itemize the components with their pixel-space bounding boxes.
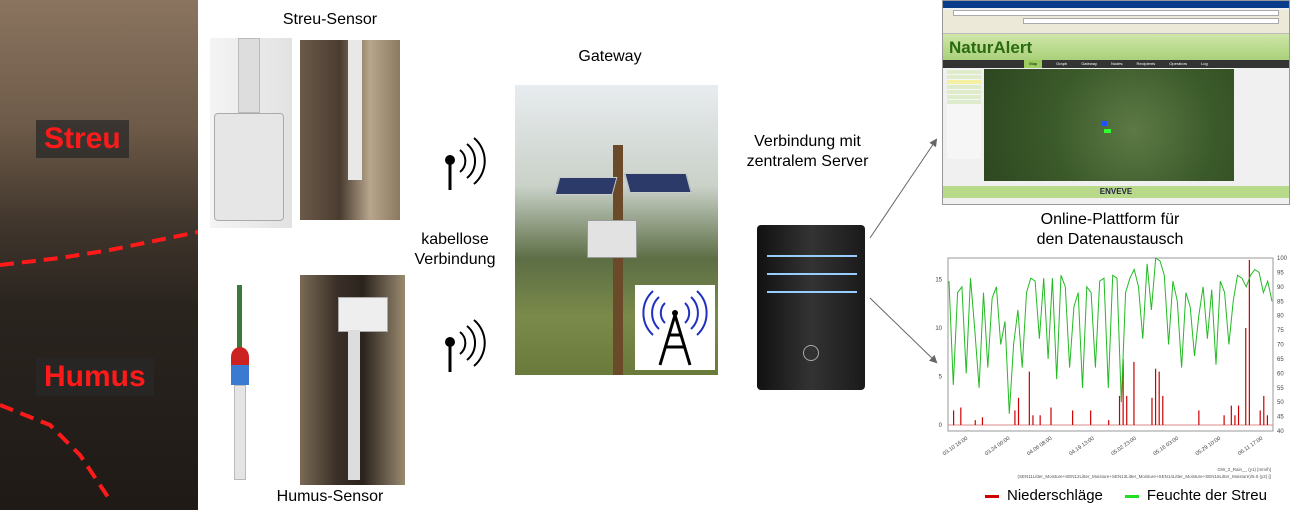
connection-arrows [869,138,938,364]
legend-moisture: Feuchte der Streu [1124,487,1267,504]
streu-label: Streu [36,120,129,158]
nav-operators[interactable]: Operators [1169,61,1188,66]
chart-legend: Niederschläge Feuchte der Streu [985,487,1267,504]
y-right-tick: 45 [1277,415,1284,421]
wireless-connection-label: kabellose Verbindung [414,231,496,268]
wireless-signal-icon [445,137,486,190]
humus-sensor-installed-photo [300,275,405,485]
nav-gateway[interactable]: Gateway [1081,61,1097,66]
nav-graph[interactable]: Graph [1056,61,1068,66]
gateway-label: Gateway [578,48,642,65]
x-tick: 04.06 08:00 [1026,436,1053,458]
y-right-tick: 95 [1277,270,1284,276]
platform-nav: Map Graph Gateway Nodes Recipients Opera… [943,60,1289,68]
x-tick: 03.24 00:00 [984,436,1011,458]
x-tick: 03.10 16:00 [942,436,969,458]
y-left-tick: 0 [939,423,943,429]
web-platform-screenshot: NaturAlert Map Graph Gateway Nodes Recip… [942,0,1290,205]
naturalert-logo: NaturAlert [949,38,1033,57]
horizon-lines [0,230,198,502]
server-icon [757,225,865,390]
y-right-tick: 50 [1277,400,1284,406]
y-right-tick: 75 [1277,328,1284,334]
humus-sensor-label: Humus-Sensor [276,488,384,505]
legend-rain-swatch [985,494,999,498]
y-right-tick: 85 [1277,299,1284,305]
x-tick: 05.29 10:00 [1195,436,1222,458]
x-tick: 06.11 17:00 [1237,436,1264,457]
nav-recipients[interactable]: Recipients [1136,61,1156,66]
nav-log[interactable]: Log [1201,61,1208,66]
x-tick: 04.19 13:00 [1068,436,1095,458]
sensor-data-chart: 0 5 10 15 40 45 50 55 60 65 70 75 80 85 90 95 100 03.10 1… [935,256,1288,479]
y-right-tick: 80 [1277,314,1284,320]
y-right-tick: 70 [1277,343,1284,349]
streu-sensor-photo [210,38,292,228]
server-connection-label: Verbindung mit zentralem Server [746,133,869,170]
y-right-tick: 55 [1277,386,1284,392]
y-right-tick: 40 [1277,429,1284,435]
streu-sensor-label: Streu-Sensor [282,11,378,28]
nav-map[interactable]: Map [1024,60,1043,68]
y-right-tick: 65 [1277,357,1284,363]
wireless-signal-icon [445,319,486,372]
satellite-map[interactable] [984,69,1234,181]
streu-sensor-installed-photo [300,40,400,220]
small-legend-moisture: (SEN11Litter_Moisture+SEN12Litter_Moistu… [1017,474,1271,479]
y-left-tick: 10 [935,326,942,332]
y-right-tick: 60 [1277,371,1284,377]
y-left-tick: 15 [935,277,942,283]
nav-nodes[interactable]: Nodes [1110,61,1123,66]
small-legend-rain: GW_2_Rain__ (y1) [mm/h] [1217,467,1271,472]
humus-label: Humus [36,358,154,396]
legend-moisture-swatch [1124,494,1139,498]
soil-profile-photo: Streu Humus [0,0,198,510]
enveve-footer-logo: ENVEVE [943,186,1289,198]
x-tick: 05.02 23:00 [1110,436,1137,458]
y-right-tick: 100 [1277,256,1288,262]
legend-rain: Niederschläge [985,487,1103,504]
plot-frame [947,257,1274,432]
y-right-tick: 90 [1277,285,1284,291]
antenna-tower-icon [635,285,715,370]
gateway-photo [515,85,718,375]
platform-sidebar [947,69,981,159]
x-tick: 05.16 03:00 [1153,436,1180,458]
moisture-line [948,257,1273,414]
y-left-tick: 5 [939,374,943,380]
platform-label: Online-Plattform für den Datenaustausch [1036,211,1184,248]
humus-sensor-photo [225,285,255,485]
